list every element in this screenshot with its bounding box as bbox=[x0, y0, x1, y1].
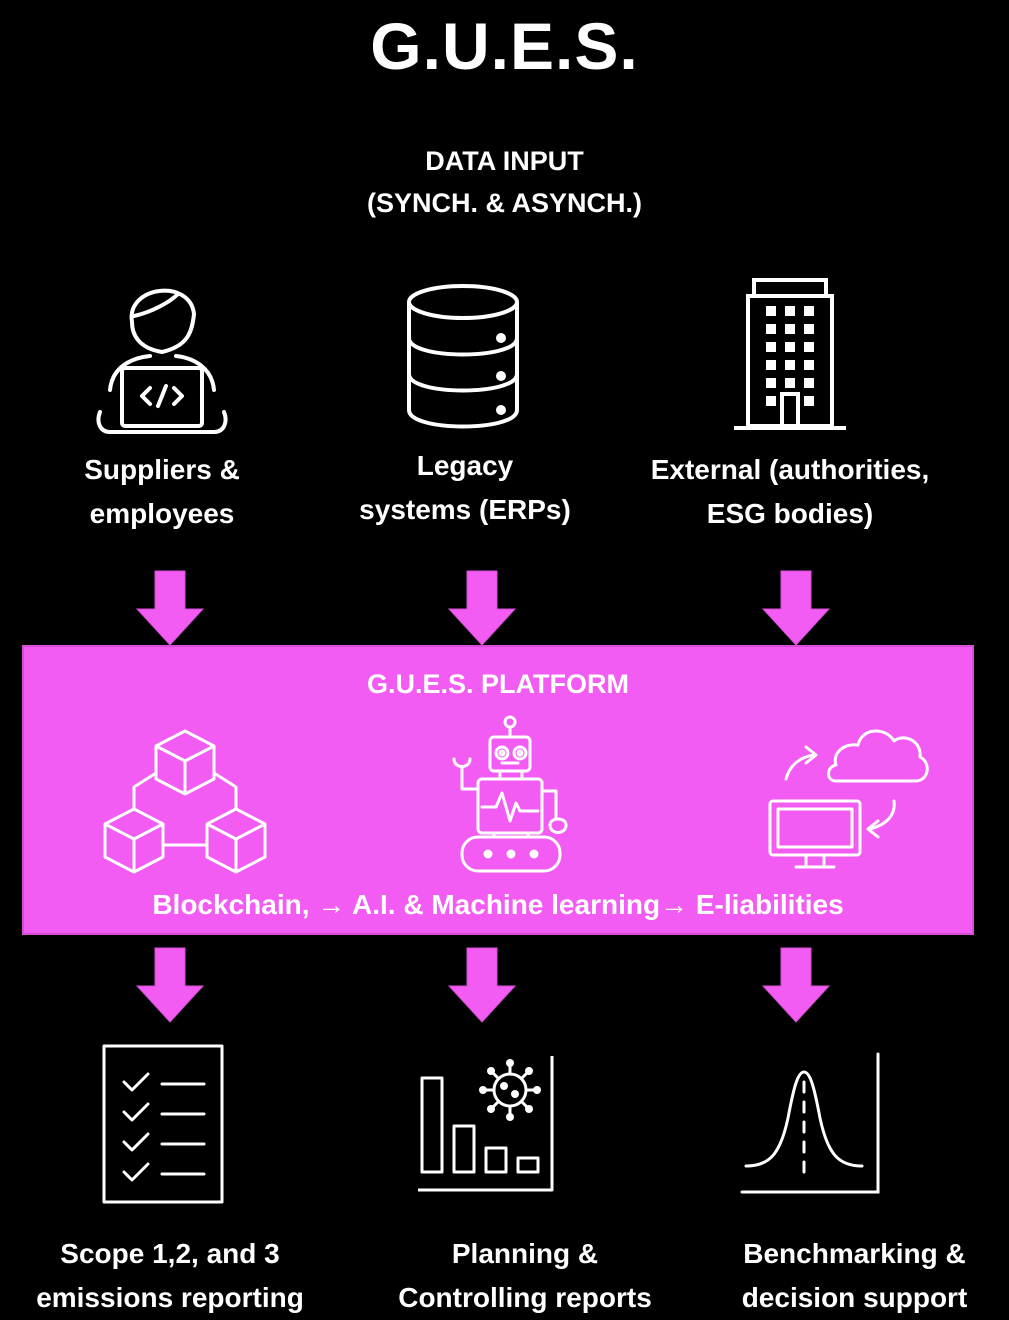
output-label-line2: Controlling reports bbox=[398, 1282, 652, 1313]
output-label-scope: Scope 1,2, and 3 emissions reporting bbox=[0, 1232, 340, 1320]
data-input-line1: DATA INPUT bbox=[425, 146, 584, 176]
cloud-sync-monitor-icon bbox=[768, 729, 929, 869]
down-arrow-icon bbox=[447, 947, 517, 1023]
platform-caption: Blockchain, → A.I. & Machine learning→ E… bbox=[152, 889, 844, 920]
down-arrow-icon bbox=[761, 947, 831, 1023]
blockchain-cubes-icon bbox=[103, 729, 267, 874]
output-label-benchmarking: Benchmarking & decision support bbox=[700, 1232, 1009, 1320]
output-label-line1: Benchmarking & bbox=[743, 1238, 966, 1269]
checklist-icon bbox=[102, 1044, 224, 1204]
input-label-line2: ESG bodies) bbox=[706, 498, 874, 529]
data-input-heading: DATA INPUT (SYNCH. & ASYNCH.) bbox=[0, 140, 1009, 224]
platform-title: G.U.E.S. PLATFORM bbox=[367, 669, 629, 699]
database-icon bbox=[407, 284, 519, 429]
input-label-line2: systems (ERPs) bbox=[359, 494, 571, 525]
output-label-line2: decision support bbox=[741, 1282, 968, 1313]
input-label-legacy: Legacy systems (ERPs) bbox=[335, 444, 595, 532]
input-label-line1: Legacy bbox=[416, 450, 514, 481]
input-label-line1: Suppliers & bbox=[84, 454, 240, 485]
input-label-suppliers: Suppliers & employees bbox=[32, 448, 292, 536]
down-arrow-icon bbox=[761, 570, 831, 646]
input-label-external: External (authorities, ESG bodies) bbox=[610, 448, 970, 536]
data-input-line2: (SYNCH. & ASYNCH.) bbox=[366, 188, 642, 218]
page-title: G.U.E.S. bbox=[370, 9, 639, 83]
down-arrow-icon bbox=[447, 570, 517, 646]
office-building-icon bbox=[734, 278, 846, 430]
output-label-line1: Planning & bbox=[451, 1238, 599, 1269]
down-arrow-icon bbox=[135, 570, 205, 646]
bar-chart-virus-icon bbox=[418, 1056, 554, 1192]
developer-laptop-icon bbox=[96, 288, 228, 434]
input-label-line1: External (authorities, bbox=[650, 454, 930, 485]
robot-icon bbox=[452, 715, 568, 873]
bell-curve-icon bbox=[740, 1052, 880, 1194]
input-label-line2: employees bbox=[89, 498, 235, 529]
platform-box: G.U.E.S. PLATFORM bbox=[22, 645, 974, 935]
output-label-planning: Planning & Controlling reports bbox=[350, 1232, 700, 1320]
output-label-line2: emissions reporting bbox=[36, 1282, 304, 1313]
down-arrow-icon bbox=[135, 947, 205, 1023]
output-label-line1: Scope 1,2, and 3 bbox=[60, 1238, 280, 1269]
